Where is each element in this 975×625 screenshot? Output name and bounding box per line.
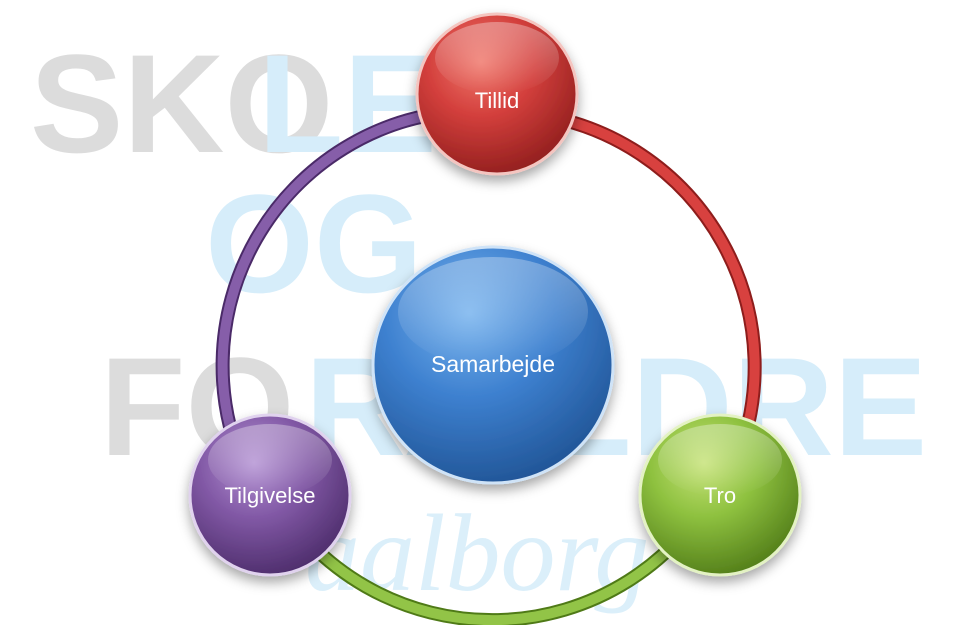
- node-tillid-label: Tillid: [475, 88, 519, 113]
- arc-tillid-tro: [535, 110, 760, 470]
- node-tro: [638, 413, 802, 577]
- node-tillid: [415, 12, 579, 176]
- node-tro-label: Tro: [704, 483, 736, 508]
- watermark-line1-gray: SKO: [30, 25, 333, 182]
- center-node-label: Samarbejde: [431, 351, 555, 377]
- arc-tilgivelse-tillid: [217, 107, 455, 475]
- node-tilgivelse-label: Tilgivelse: [225, 483, 316, 508]
- node-tilgivelse: [188, 413, 352, 577]
- watermark-line2: OG: [205, 165, 423, 322]
- center-node: [371, 245, 615, 485]
- watermark-line1-blue: LE: [258, 25, 437, 182]
